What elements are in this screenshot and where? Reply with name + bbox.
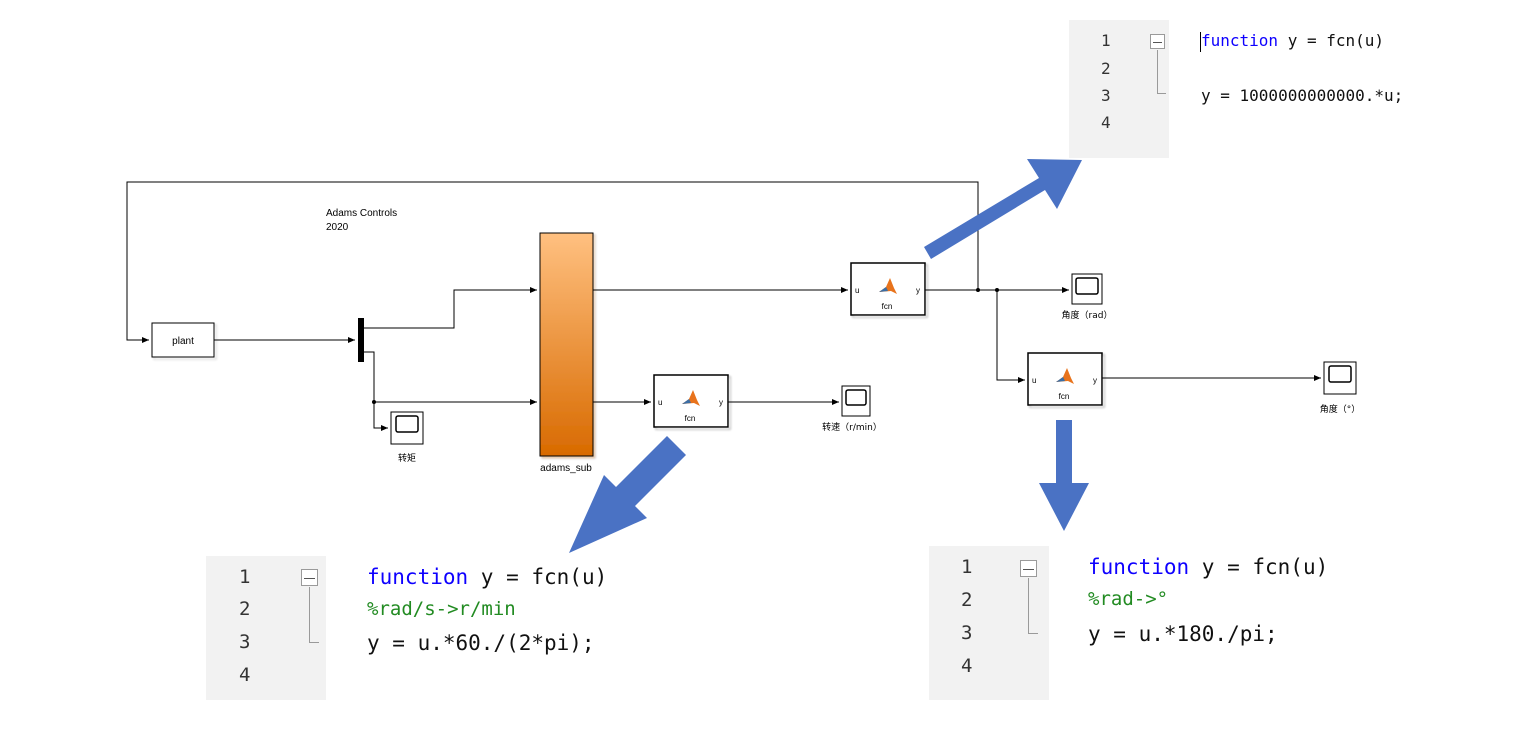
- diagram-title-line1: Adams Controls: [326, 208, 397, 219]
- function-signature: y = fcn(u): [468, 565, 608, 589]
- keyword-function: function: [367, 565, 469, 589]
- fcn-block-right[interactable]: [1027, 352, 1103, 406]
- diagram-title-line2: 2020: [326, 222, 349, 233]
- code-line-3[interactable]: y = u.*60./(2*pi);: [367, 631, 595, 655]
- text-cursor: [1200, 32, 1201, 52]
- signal-line: [996, 290, 1025, 383]
- fold-guide-line: [1157, 50, 1166, 94]
- line-number: 4: [239, 664, 251, 686]
- signal-line: [364, 287, 537, 329]
- annotation-arrow-right: [1039, 420, 1089, 531]
- fcn-right-port-out: y: [1093, 376, 1097, 385]
- fold-collapse-icon[interactable]: [1020, 560, 1037, 577]
- fold-guide-line: [1028, 578, 1038, 634]
- line-number: 1: [1101, 31, 1111, 50]
- line-number-gutter: 1 2 3 4: [206, 556, 326, 700]
- fcn-left-label: fcn: [685, 414, 696, 423]
- matlab-icon: [682, 390, 700, 406]
- adams-sub-label: adams_sub: [540, 463, 592, 474]
- scope-deg-label: 角度（°）: [1320, 403, 1361, 415]
- matlab-icon: [1056, 368, 1074, 384]
- fcn-top-port-in: u: [855, 286, 859, 295]
- line-number: 1: [961, 556, 973, 578]
- line-number: 1: [239, 566, 251, 588]
- function-signature: y = fcn(u): [1278, 31, 1385, 50]
- line-number: 4: [1101, 113, 1111, 132]
- scope-speed[interactable]: [841, 385, 871, 417]
- scope-torque[interactable]: [390, 411, 424, 445]
- line-number: 2: [961, 589, 973, 611]
- code-panel-right: 1 2 3 4 function y = fcn(u) %rad->° y = …: [929, 546, 1369, 700]
- branch-point: [976, 288, 980, 292]
- code-panel-left: 1 2 3 4 function y = fcn(u) %rad/s->r/mi…: [206, 556, 646, 700]
- line-number: 3: [239, 631, 251, 653]
- annotation-arrow-top: [924, 159, 1082, 259]
- line-number: 3: [1101, 86, 1111, 105]
- fold-collapse-icon[interactable]: [1150, 34, 1165, 49]
- fcn-right-port-in: u: [1032, 376, 1036, 385]
- plant-label: plant: [172, 336, 194, 347]
- scope-rad[interactable]: [1071, 273, 1103, 305]
- code-line-1[interactable]: function y = fcn(u): [367, 565, 607, 589]
- line-number-gutter: 1 2 3 4: [929, 546, 1049, 700]
- annotation-arrow-left: [569, 436, 686, 553]
- demux-block[interactable]: [358, 318, 364, 362]
- scope-deg[interactable]: [1323, 361, 1357, 395]
- code-comment-line[interactable]: %rad/s->r/min: [367, 598, 516, 620]
- fcn-left-port-in: u: [658, 398, 662, 407]
- fcn-block-left[interactable]: [653, 374, 729, 428]
- fcn-top-label: fcn: [882, 302, 893, 311]
- fold-guide-line: [309, 587, 319, 643]
- code-line-1[interactable]: function y = fcn(u): [1201, 31, 1384, 50]
- line-number-gutter: 1 2 3 4: [1069, 20, 1169, 158]
- matlab-icon: [879, 278, 897, 294]
- adams-sub-block[interactable]: [539, 232, 594, 457]
- fcn-block-top[interactable]: [850, 262, 926, 316]
- scope-speed-label: 转速（r/min）: [822, 421, 882, 433]
- code-line-3[interactable]: y = u.*180./pi;: [1088, 622, 1278, 646]
- line-number: 4: [961, 655, 973, 677]
- code-line-1[interactable]: function y = fcn(u): [1088, 555, 1328, 579]
- keyword-function: function: [1201, 31, 1279, 50]
- scope-rad-label: 角度（rad）: [1062, 309, 1113, 321]
- fcn-right-label: fcn: [1059, 392, 1070, 401]
- fcn-left-port-out: y: [719, 398, 723, 407]
- code-panel-top: 1 2 3 4 function y = fcn(u) y = 10000000…: [1069, 20, 1509, 158]
- function-signature: y = fcn(u): [1189, 555, 1329, 579]
- signal-line: [364, 351, 537, 405]
- scope-torque-label: 转矩: [398, 452, 416, 464]
- line-number: 2: [239, 598, 251, 620]
- code-line-3[interactable]: y = 1000000000000.*u;: [1201, 86, 1404, 105]
- fcn-top-port-out: y: [916, 286, 920, 295]
- signal-line: [373, 402, 388, 431]
- fold-collapse-icon[interactable]: [301, 569, 318, 586]
- code-comment-line[interactable]: %rad->°: [1088, 588, 1169, 610]
- line-number: 3: [961, 622, 973, 644]
- line-number: 2: [1101, 59, 1111, 78]
- keyword-function: function: [1088, 555, 1190, 579]
